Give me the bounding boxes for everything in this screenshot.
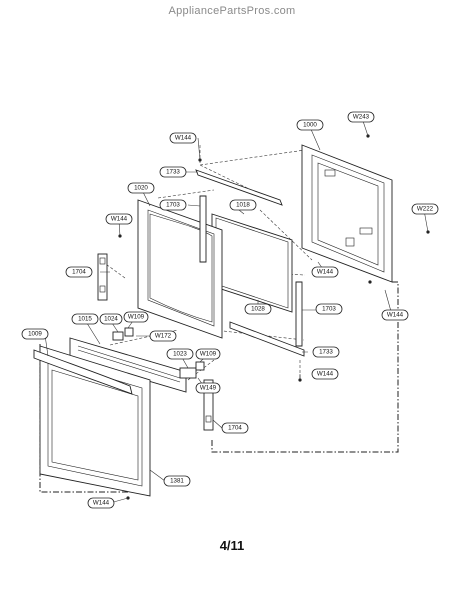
svg-text:W144: W144 [317,269,334,276]
label-w243: W243 [347,111,375,123]
label-w149: W149 [195,382,221,394]
bottom-trim-part [229,321,305,357]
svg-text:W243: W243 [353,114,370,121]
svg-text:W144: W144 [175,135,192,142]
svg-text:W222: W222 [417,206,434,213]
label-1000: 1000 [296,119,324,131]
label-1703-right: 1703 [315,303,343,315]
svg-text:1028: 1028 [251,306,265,313]
top-trim-part [195,169,283,206]
svg-text:W144: W144 [111,216,128,223]
label-w144-lower: W144 [311,368,339,380]
label-1023: 1023 [166,348,194,360]
label-w144-mid: W144 [311,266,339,278]
svg-text:1704: 1704 [228,425,242,432]
svg-text:1733: 1733 [319,349,333,356]
watermark: AppliancePartsPros.com [168,5,296,17]
label-1704-upper: 1704 [65,266,93,278]
label-w109-lower: W109 [195,348,221,360]
svg-text:1703: 1703 [322,306,336,313]
label-1704-lower: 1704 [221,422,249,434]
label-w109-upper: W109 [123,311,149,323]
svg-text:W109: W109 [200,351,217,358]
inner-door-frame-part [137,199,223,339]
upper-side-rail-part [199,195,207,263]
label-1020: 1020 [127,182,155,194]
label-1018: 1018 [229,199,257,211]
right-side-rail-part [295,281,303,347]
svg-text:W144: W144 [317,371,334,378]
svg-text:W144: W144 [387,312,404,319]
vent-strip-part [69,337,187,393]
svg-text:1009: 1009 [28,331,42,338]
svg-text:1000: 1000 [303,122,317,129]
label-1733-bottom: 1733 [312,346,340,358]
left-hinge-part [97,253,108,301]
label-w144-left: W144 [105,213,133,225]
label-1015: 1015 [71,313,99,325]
label-1703-upper: 1703 [159,199,187,211]
svg-text:W149: W149 [200,385,217,392]
svg-text:W144: W144 [93,500,110,507]
outer-door-part [33,345,151,497]
clip-part [112,331,124,341]
assembly-path-right [211,281,399,453]
label-1024: 1024 [99,313,123,325]
label-w222: W222 [411,203,439,215]
label-1733-top: 1733 [159,166,187,178]
svg-text:1704: 1704 [72,269,86,276]
svg-text:1023: 1023 [173,351,187,358]
glass-panel-part [211,213,293,313]
label-w144-right: W144 [381,309,409,321]
label-1009: 1009 [21,328,49,340]
svg-text:1024: 1024 [104,316,118,323]
svg-text:W172: W172 [155,333,172,340]
svg-text:W109: W109 [128,314,145,321]
label-w144-top: W144 [169,132,197,144]
label-w144-bottom: W144 [87,497,115,509]
svg-text:1703: 1703 [166,202,180,209]
label-1028: 1028 [244,303,272,315]
svg-text:1381: 1381 [170,478,184,485]
page-number: 4/11 [219,538,245,553]
svg-text:1015: 1015 [78,316,92,323]
label-w172: W172 [149,330,177,342]
svg-text:1018: 1018 [236,202,250,209]
oven-frame-part [301,144,393,283]
svg-text:1020: 1020 [134,185,148,192]
label-1381: 1381 [163,475,191,487]
bracket-part [179,367,197,379]
svg-text:1733: 1733 [166,169,180,176]
